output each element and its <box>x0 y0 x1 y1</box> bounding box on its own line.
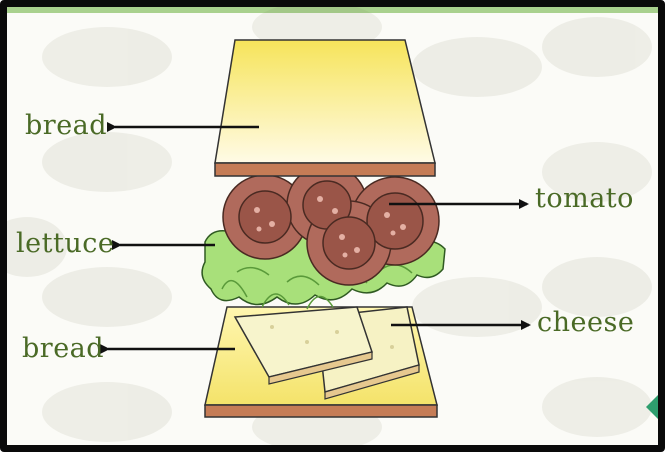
label-bread-bottom: bread <box>22 335 104 362</box>
label-cheese: cheese <box>537 309 634 336</box>
top-bread-slice <box>215 40 435 176</box>
next-slide-marker <box>646 393 660 421</box>
label-bread-top: bread <box>25 112 107 139</box>
label-tomato: tomato <box>535 185 634 212</box>
label-lettuce: lettuce <box>16 230 114 257</box>
sandwich-diagram <box>7 7 658 445</box>
